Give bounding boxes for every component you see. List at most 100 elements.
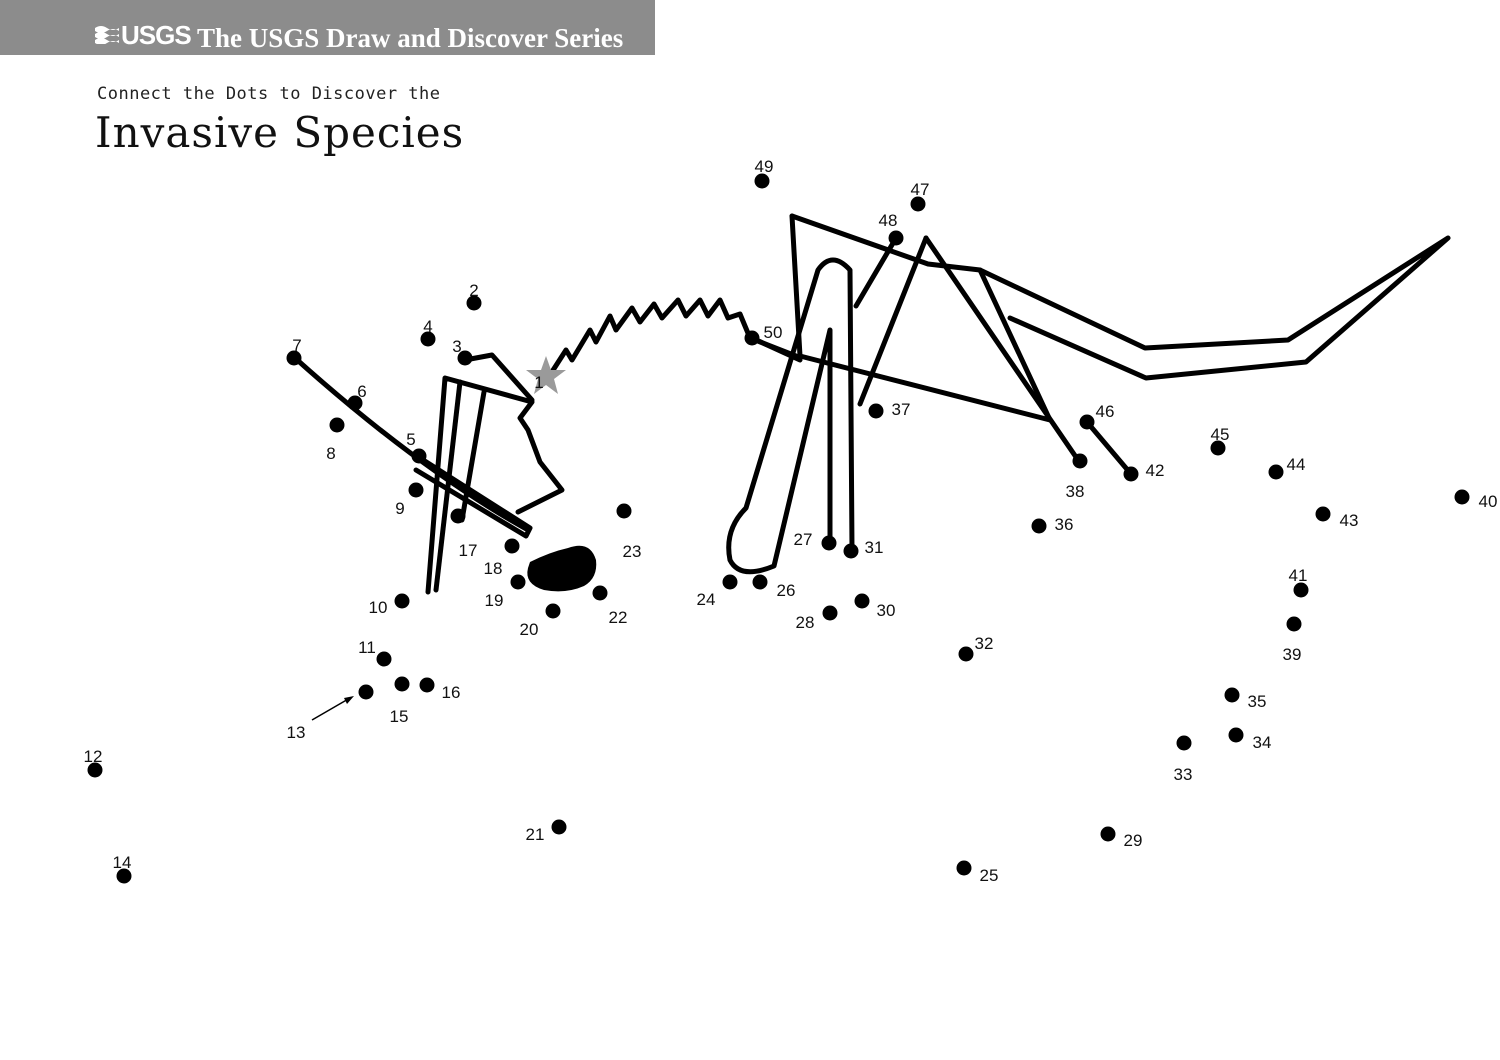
dot-20 xyxy=(545,603,561,619)
dot-23 xyxy=(616,503,632,519)
dot-label-50: 50 xyxy=(764,323,783,342)
dot-label-39: 39 xyxy=(1283,645,1302,664)
dot-49 xyxy=(754,173,770,189)
hind-leg-3 xyxy=(853,235,899,309)
dots-layer: 1234567891011121314151617181920212223242… xyxy=(84,157,1498,885)
dot-25 xyxy=(956,860,972,876)
dot-label-16: 16 xyxy=(442,683,461,702)
dot-label-13: 13 xyxy=(287,723,306,742)
dot-39 xyxy=(1286,616,1302,632)
dot-18 xyxy=(504,538,520,554)
dot-44 xyxy=(1268,464,1284,480)
dot-label-23: 23 xyxy=(623,542,642,561)
page-subtitle: Connect the Dots to Discover the xyxy=(97,84,441,104)
dot-label-41: 41 xyxy=(1289,566,1308,585)
dot-label-49: 49 xyxy=(755,157,774,176)
dot-9 xyxy=(408,482,424,498)
dot-46 xyxy=(1079,414,1095,430)
arrow-icon xyxy=(311,697,351,721)
head-inner-line xyxy=(433,379,463,593)
dot-27 xyxy=(821,535,837,551)
dot-12 xyxy=(87,762,103,778)
dot-label-12: 12 xyxy=(84,747,103,766)
header-bar: USGS The USGS Draw and Discover Series xyxy=(0,0,655,55)
dot-21 xyxy=(551,819,567,835)
dot-41 xyxy=(1293,582,1309,598)
dot-10 xyxy=(394,593,410,609)
dot-5 xyxy=(411,448,427,464)
dot-label-19: 19 xyxy=(485,591,504,610)
dot-22 xyxy=(592,585,608,601)
dot-label-47: 47 xyxy=(911,180,930,199)
dot-label-8: 8 xyxy=(326,444,335,463)
dot-label-31: 31 xyxy=(865,538,884,557)
dot-8 xyxy=(329,417,345,433)
dot-14 xyxy=(116,868,132,884)
dot-label-15: 15 xyxy=(390,707,409,726)
dot-label-27: 27 xyxy=(794,530,813,549)
dot-label-38: 38 xyxy=(1066,482,1085,501)
antenna-band xyxy=(413,455,533,539)
dot-label-34: 34 xyxy=(1253,733,1272,752)
dot-label-9: 9 xyxy=(395,499,404,518)
dot-11 xyxy=(376,651,392,667)
dot-label-33: 33 xyxy=(1174,765,1193,784)
dot-2 xyxy=(466,295,482,311)
dot-31 xyxy=(843,543,859,559)
dot-35 xyxy=(1224,687,1240,703)
dot-42 xyxy=(1123,466,1139,482)
dot-34 xyxy=(1228,727,1244,743)
dot-label-2: 2 xyxy=(469,281,478,300)
dot-33 xyxy=(1176,735,1192,751)
dot-26 xyxy=(752,574,768,590)
dot-label-45: 45 xyxy=(1211,425,1230,444)
dot-label-43: 43 xyxy=(1340,511,1359,530)
dot-label-37: 37 xyxy=(892,400,911,419)
dot-label-11: 11 xyxy=(358,638,376,657)
dot-label-32: 32 xyxy=(975,634,994,653)
arrow-head-icon xyxy=(344,696,354,704)
dot-28 xyxy=(822,605,838,621)
dot-label-6: 6 xyxy=(357,382,366,401)
dot-7 xyxy=(286,350,302,366)
leg-46-42 xyxy=(1084,419,1134,477)
wing-top xyxy=(789,213,983,273)
dot-16 xyxy=(419,677,435,693)
wing-outline xyxy=(789,213,1451,423)
dot-label-46: 46 xyxy=(1096,402,1115,421)
front-leg xyxy=(726,257,855,575)
dot-45 xyxy=(1210,440,1226,456)
dot-24 xyxy=(722,574,738,590)
hind-leg xyxy=(923,235,1081,463)
dot-label-4: 4 xyxy=(423,317,432,336)
dot-label-35: 35 xyxy=(1248,692,1267,711)
dot-label-44: 44 xyxy=(1287,455,1306,474)
dot-38 xyxy=(1072,453,1088,469)
dot-label-7: 7 xyxy=(292,336,301,355)
dot-label-40: 40 xyxy=(1479,492,1498,511)
dot-label-24: 24 xyxy=(697,590,716,609)
dot-43 xyxy=(1315,506,1331,522)
dot-50 xyxy=(744,330,760,346)
dot-label-29: 29 xyxy=(1124,831,1143,850)
dot-36 xyxy=(1031,518,1047,534)
dot-37 xyxy=(868,403,884,419)
dot-label-17: 17 xyxy=(459,541,478,560)
usgs-wave-icon xyxy=(95,26,119,44)
dot-label-21: 21 xyxy=(526,825,545,844)
dot-32 xyxy=(958,646,974,662)
dot-label-18: 18 xyxy=(484,559,503,578)
dot-6 xyxy=(347,395,363,411)
dot-15 xyxy=(394,676,410,692)
dot-13 xyxy=(358,684,374,700)
dot-3 xyxy=(457,350,473,366)
dot-4 xyxy=(420,331,436,347)
dot-label-3: 3 xyxy=(452,337,461,356)
jagged-back xyxy=(545,297,799,381)
dot-19 xyxy=(510,574,526,590)
dot-label-30: 30 xyxy=(877,601,896,620)
dot-label-1: 1 xyxy=(534,373,543,392)
dot-label-36: 36 xyxy=(1055,515,1074,534)
hind-leg-2 xyxy=(857,235,929,407)
